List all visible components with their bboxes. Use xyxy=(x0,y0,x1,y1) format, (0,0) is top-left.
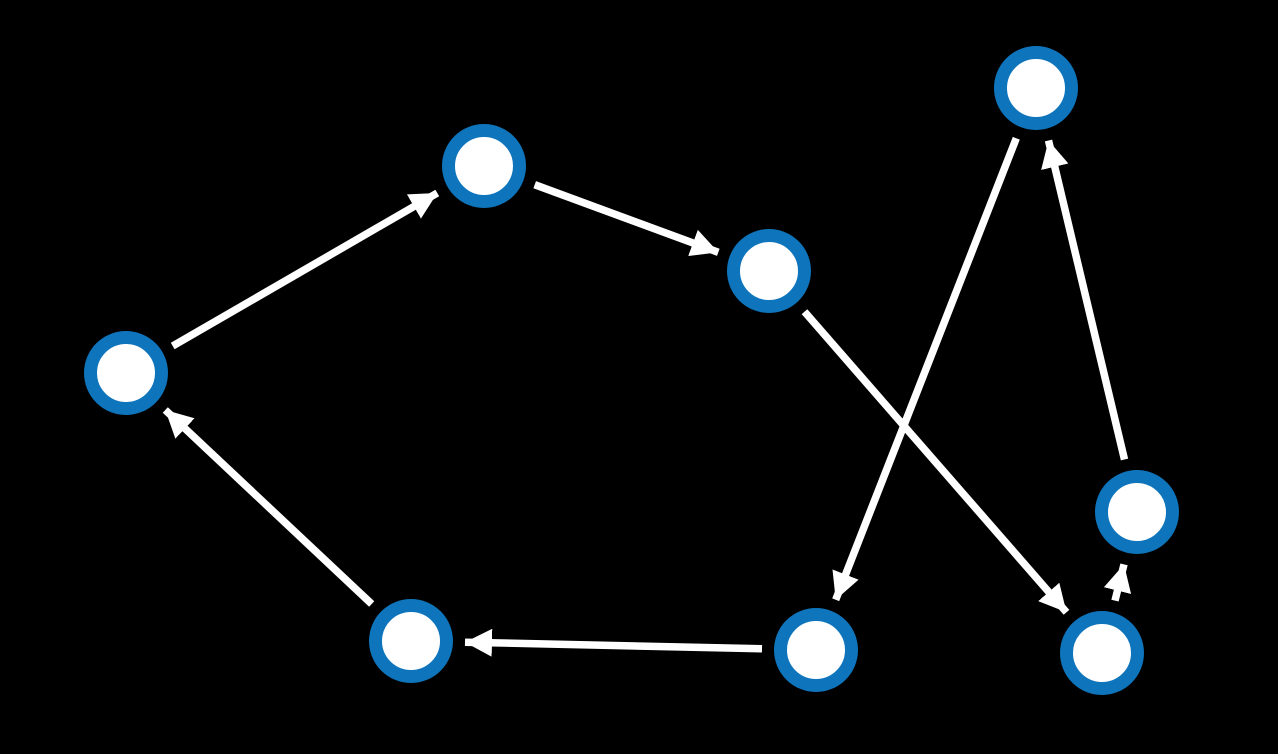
graph-node-bottom-middle xyxy=(774,608,858,692)
graph-node-bottom-right xyxy=(1060,611,1144,695)
graph-edge-top-right-to-bottom-middle xyxy=(832,136,1020,602)
graph-edge-bottom-right-to-right xyxy=(1103,563,1132,602)
graph-edge-right-to-top-right xyxy=(1041,139,1129,461)
graph-node-middle xyxy=(727,229,811,313)
graph-edge-upper-mid-to-middle xyxy=(533,181,720,257)
graph-node-top-right xyxy=(994,46,1078,130)
graph-edge-bottom-middle-to-bottom-left xyxy=(464,628,763,657)
graph-edge-middle-to-bottom-right xyxy=(801,309,1070,615)
graph-edge-bottom-left-to-left xyxy=(162,407,375,607)
graph-node-upper-mid xyxy=(442,124,526,208)
graph-node-left xyxy=(84,331,168,415)
graph-node-right xyxy=(1095,470,1179,554)
graph-edge-left-to-upper-mid xyxy=(170,189,440,350)
graph-node-bottom-left xyxy=(369,599,453,683)
